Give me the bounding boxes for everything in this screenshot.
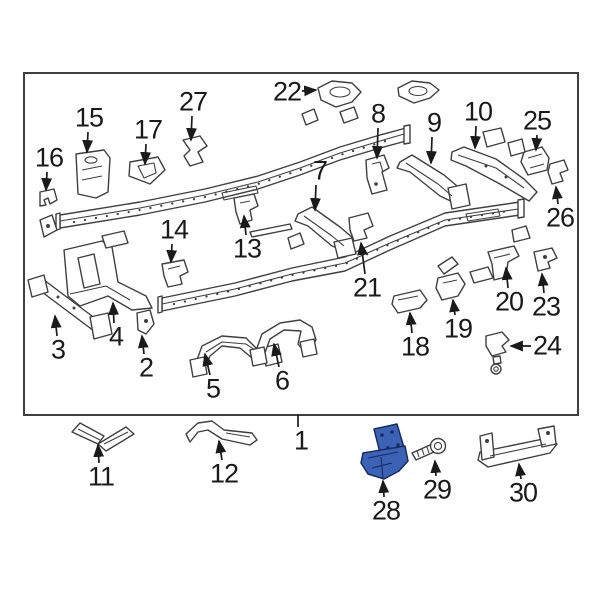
frame-rail-left <box>55 124 411 231</box>
part-10-drawing <box>450 146 538 202</box>
callout-arrow-6 <box>271 342 282 368</box>
callout-arrow-14 <box>166 243 178 264</box>
part-26-drawing <box>547 159 569 185</box>
callout-label-19: 19 <box>443 313 473 344</box>
callout-arrow-26 <box>551 185 563 205</box>
part-15-drawing <box>75 149 111 199</box>
callout-label-18: 18 <box>400 331 430 362</box>
part-3-drawing <box>27 274 113 340</box>
callout-label-21: 21 <box>352 272 382 303</box>
callout-arrow-19 <box>449 298 460 316</box>
callout-label-28: 28 <box>371 495 401 526</box>
callout-arrow-12 <box>215 439 227 461</box>
callout-arrow-16 <box>41 171 53 192</box>
callout-arrow-25 <box>531 134 543 152</box>
part-18-drawing <box>391 289 428 314</box>
part-29-drawing <box>411 437 447 461</box>
diagram-border <box>23 72 579 416</box>
callout-label-29: 29 <box>422 474 452 505</box>
callout-arrow-2 <box>137 334 149 355</box>
callout-label-6: 6 <box>274 365 290 396</box>
callout-arrow-29 <box>430 459 442 477</box>
part-17-drawing <box>128 156 166 185</box>
callout-arrow-4 <box>108 301 120 324</box>
part-27-drawing <box>182 135 208 167</box>
part-21-drawing <box>348 212 374 242</box>
callout-label-23: 23 <box>531 291 561 322</box>
callout-arrow-20 <box>501 266 513 289</box>
part-24-drawing <box>485 331 510 375</box>
callout-arrow-7 <box>310 184 321 212</box>
callout-label-12: 12 <box>209 458 239 489</box>
callout-label-2: 2 <box>138 352 154 383</box>
misc-small-brackets <box>39 106 531 284</box>
part-9-drawing <box>396 154 471 210</box>
callout-label-1: 1 <box>293 425 309 456</box>
callout-label-25: 25 <box>522 105 552 136</box>
callout-arrow-13 <box>239 214 251 236</box>
callout-arrow-11 <box>93 443 105 464</box>
part-6-drawing <box>249 319 318 367</box>
part-11-drawing <box>71 422 135 452</box>
callout-arrow-23 <box>537 272 549 294</box>
callout-label-30: 30 <box>508 477 538 508</box>
part-23-drawing <box>533 247 558 272</box>
callout-label-16: 16 <box>34 142 64 173</box>
callout-arrow-27 <box>186 115 197 142</box>
callout-label-27: 27 <box>178 86 208 117</box>
callout-label-10: 10 <box>463 96 493 127</box>
callout-label-24: 24 <box>532 330 562 361</box>
callout-arrow-15 <box>82 131 94 154</box>
callout-label-15: 15 <box>74 102 104 133</box>
callout-arrows <box>41 85 563 498</box>
part-7-drawing <box>294 206 357 259</box>
callout-arrow-9 <box>426 136 437 165</box>
callout-label-9: 9 <box>426 107 442 138</box>
callout-label-8: 8 <box>370 98 386 129</box>
callout-arrow-18 <box>405 311 417 334</box>
callout-label-3: 3 <box>50 334 66 365</box>
callout-label-20: 20 <box>494 286 524 317</box>
callout-arrow-30 <box>515 462 526 480</box>
callout-label-22: 22 <box>272 76 302 107</box>
callout-arrow-3 <box>50 314 62 337</box>
callout-label-26: 26 <box>545 202 575 233</box>
part-20-drawing <box>487 245 520 281</box>
part-16-drawing <box>39 188 58 207</box>
part-28-highlighted-drawing[interactable] <box>360 423 409 480</box>
part-30-drawing <box>477 425 558 468</box>
part-12-drawing <box>185 420 258 446</box>
callout-label-7: 7 <box>312 155 328 186</box>
callout-arrow-5 <box>202 352 214 376</box>
callout-arrow-17 <box>140 143 152 166</box>
callout-label-14: 14 <box>159 214 189 245</box>
callout-label-5: 5 <box>205 373 221 404</box>
part-13-drawing <box>233 193 293 238</box>
callout-arrow-10 <box>470 125 481 150</box>
callout-label-13: 13 <box>232 233 262 264</box>
callout-arrow-21 <box>357 241 368 275</box>
part-4-drawing <box>63 240 153 311</box>
callout-arrow-8 <box>371 127 383 160</box>
callout-label-4: 4 <box>108 321 124 352</box>
callout-arrow-22 <box>301 85 318 97</box>
frame-rail-right <box>157 198 525 314</box>
callout-label-17: 17 <box>133 114 163 145</box>
part-14-drawing <box>161 259 189 288</box>
part-22-drawing <box>317 80 440 108</box>
part-8-drawing <box>365 154 390 195</box>
part-19-drawing <box>435 272 466 301</box>
part-2-drawing <box>136 309 155 335</box>
callout-label-11: 11 <box>87 461 115 492</box>
callout-arrow-28 <box>378 479 390 498</box>
